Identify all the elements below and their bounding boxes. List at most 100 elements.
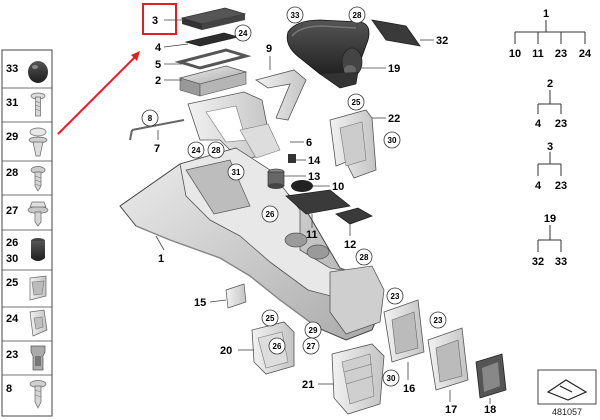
label-3: 3 [152,15,158,27]
label-7: 7 [154,143,160,155]
assembly-tree-2 [537,90,562,114]
callout-23-b: 23 [429,311,447,329]
center-console [119,147,385,341]
label-18: 18 [484,404,496,416]
shift-surround [187,91,304,163]
panel-label-28: 28 [6,167,18,179]
callout-28: 28 [348,6,366,24]
part-labels: 3 4 5 2 9 32 19 22 7 6 14 13 10 11 12 1 … [152,15,496,416]
svg-text:33: 33 [291,11,300,20]
panel-label-25: 25 [6,277,18,289]
washer-screw-icon [29,380,47,409]
tree-3-child: 23 [555,180,567,192]
assembly-tree-1 [514,20,586,44]
label-16: 16 [403,383,415,395]
trim-part-18 [475,353,507,404]
label-11: 11 [306,229,318,241]
callouts: 33 28 24 25 30 8 24 28 [141,6,447,387]
svg-text:27: 27 [307,342,316,351]
socket-part-13 [267,168,306,189]
callout-26: 26 [261,205,279,223]
callout-28-b: 28 [207,141,225,159]
tree-1-child: 10 [509,48,521,60]
rod-part-7 [129,119,185,141]
svg-text:23: 23 [434,316,443,325]
screw-icon [30,92,46,117]
tree-1-child: 23 [555,48,567,60]
retaining-clip-icon [30,345,46,371]
panel-label-33: 33 [6,63,18,75]
panel-label-29: 29 [6,131,18,143]
tree-3-child: 4 [535,180,542,192]
panel-label-27: 27 [6,205,18,217]
holder-part-20 [238,321,295,375]
tree-4-child: 32 [532,256,544,268]
label-19: 19 [388,63,400,75]
reference-box: 481057 [537,369,597,417]
svg-text:23: 23 [391,292,400,301]
label-14: 14 [308,155,321,167]
mat-part-11 [285,189,351,228]
label-15: 15 [194,297,206,309]
callout-33: 33 [286,6,304,24]
panel-label-23: 23 [6,349,18,361]
callout-26-b: 26 [268,337,286,355]
callout-31: 31 [227,163,245,181]
callout-30-b: 30 [382,369,400,387]
tree-2-root: 2 [547,78,553,90]
mat-part-12 [335,207,373,236]
callout-23: 23 [386,287,404,305]
callout-25: 25 [347,93,365,111]
tree-2-child: 23 [555,118,567,130]
svg-text:28: 28 [353,11,362,20]
assembly-tree-4 [537,225,562,252]
tree-1-root: 1 [543,8,549,20]
tree-2-child: 4 [535,118,542,130]
callout-24: 24 [234,24,252,42]
svg-text:26: 26 [266,210,275,219]
tree-3-root: 3 [547,141,553,153]
svg-text:25: 25 [352,98,361,107]
label-17: 17 [445,404,457,416]
switch-part-14 [288,154,306,163]
trim-part-17 [427,327,469,402]
label-22: 22 [388,113,400,125]
tree-4-root: 19 [544,213,556,225]
trim-part-16 [383,299,425,380]
bracket-part-21 [318,343,385,415]
panel-label-24: 24 [6,313,19,325]
cap-part-10 [291,180,330,192]
label-32: 32 [436,35,448,47]
callout-28-c: 28 [355,248,373,266]
label-5: 5 [155,59,161,71]
bezel-part-9 [255,56,307,121]
svg-text:31: 31 [232,168,241,177]
bracket-part-15 [209,283,247,309]
callout-30: 30 [383,131,401,149]
label-20: 20 [220,345,232,357]
drawing-reference-number: 481057 [552,407,582,417]
small-parts-panel: 33 31 29 28 [1,49,53,417]
callout-29: 29 [304,321,322,339]
sheet-metal-screw-icon [30,166,46,192]
tree-1-child: 24 [579,48,592,60]
svg-text:24: 24 [239,29,248,38]
panel-label-31: 31 [6,97,18,109]
expanding-rivet-icon [28,127,48,157]
label-21: 21 [302,379,314,391]
panel-label-8: 8 [6,383,12,395]
hex-collar-screw-icon [27,201,49,227]
svg-text:8: 8 [148,114,153,123]
svg-text:30: 30 [387,374,396,383]
armrest [286,19,434,89]
callout-8: 8 [141,109,159,127]
highlight-marker [57,3,177,135]
callout-24-b: 24 [187,141,205,159]
tray-stack [163,7,252,97]
svg-text:26: 26 [273,342,282,351]
label-10: 10 [332,181,344,193]
label-13: 13 [308,171,320,183]
clip-nut-icon [29,275,47,301]
label-1: 1 [158,253,164,265]
